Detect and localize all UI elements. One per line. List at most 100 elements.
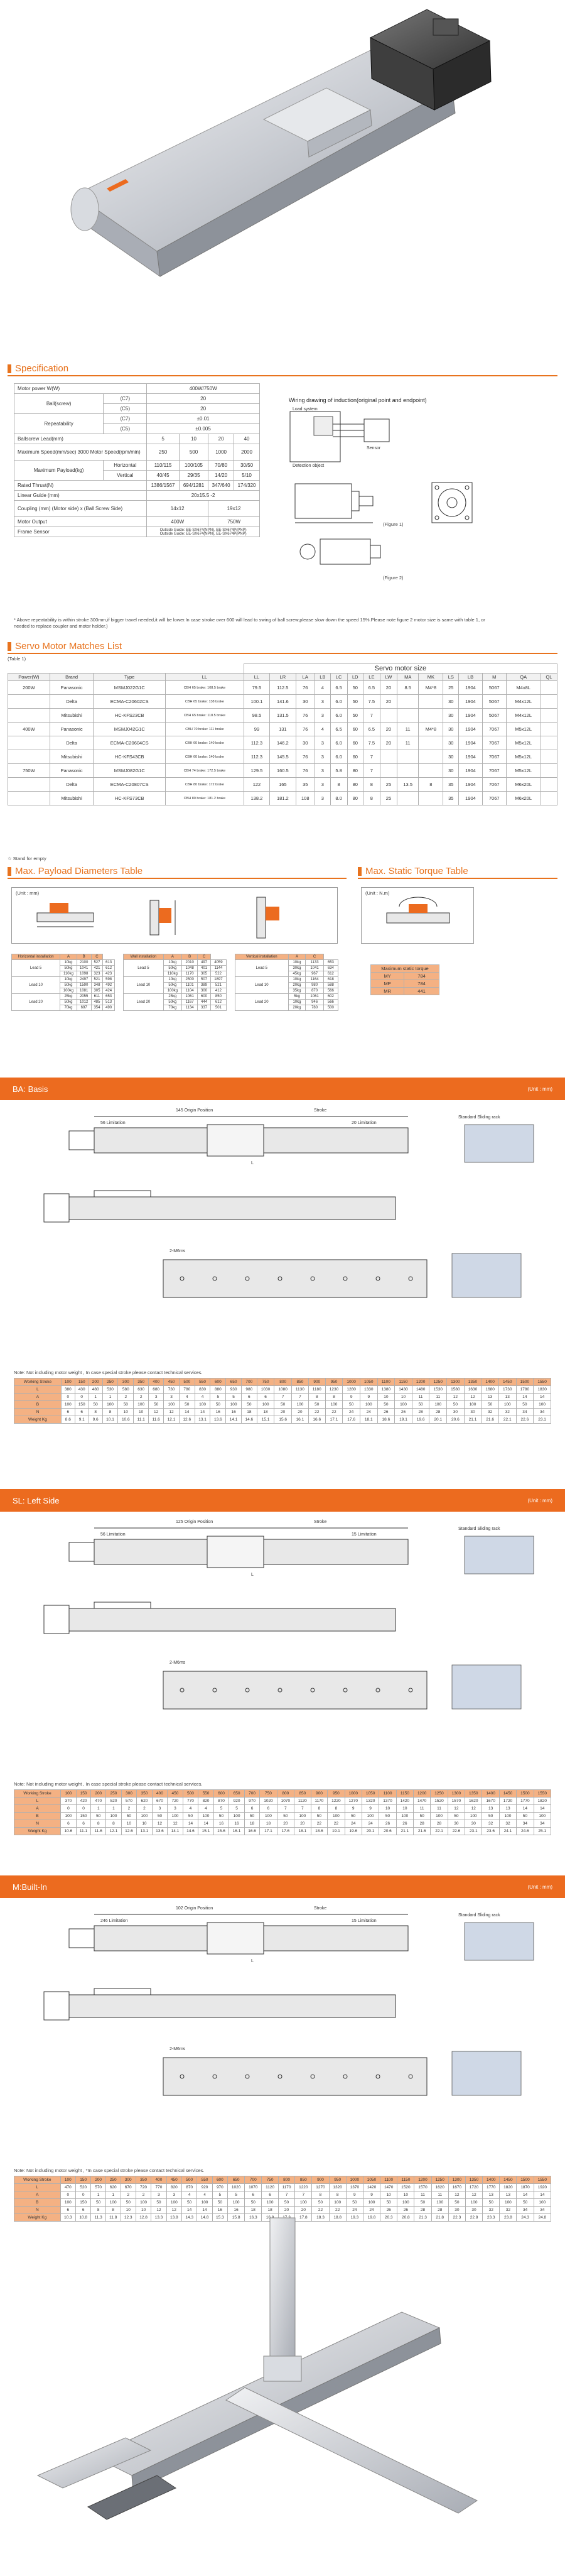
dimension-cell: 1570 [447,1797,466,1805]
servo-cell: 165 [269,777,296,792]
dimension-cell: 0 [75,1804,92,1813]
dimension-cell: 28 [411,1408,430,1416]
dimension-cell: 50 [310,1812,328,1820]
servo-cell: 7 [362,708,380,723]
dimension-cell: 100 [259,1812,277,1820]
dimension-cell: 680 [148,1385,164,1394]
dimension-cell: 50 [380,2198,398,2207]
dimension-cell: 770 [182,1797,199,1805]
payload-lead-cell: Lead 5 [235,959,289,977]
dimension-cell: 100 [429,1400,448,1409]
servo-cell: Mitsubishi [49,791,94,805]
dimension-cell: 14 [515,1393,534,1401]
dimension-cell: 5 [225,1393,242,1401]
payload-cell: 20kg [288,1005,306,1011]
dimension-cell: 14 [533,2191,552,2199]
dimension-cell: 100 [166,2198,182,2207]
servo-cell: Mitsubishi [49,750,94,764]
dimension-cell: 50 [276,1812,295,1820]
servo-table-group-header: Servo motor size [8,663,558,674]
dimension-cell: 19.6 [411,1416,430,1424]
dimension-cell: 1020 [227,2183,245,2191]
dimension-row-label: N [14,2206,61,2214]
dimension-cell: 20.6 [446,1416,465,1424]
dimension-cell: 100 [431,2198,449,2207]
dimension-cell: 22 [310,1820,328,1828]
dimension-cell: 15.8 [227,2213,245,2222]
servo-cell: 8 [362,777,380,792]
servo-cell: 7067 [482,791,507,805]
dimension-cell: 12.8 [135,2213,152,2222]
dimension-cell: 300 [117,1378,134,1386]
dimension-cell: 50 [244,2198,262,2207]
dimension-cell: 1450 [498,1378,517,1386]
servo-cell: 60 [347,722,363,736]
dimension-cell: 1300 [447,1789,466,1798]
dimension-cell: 17.1 [259,1827,277,1835]
dimension-cell: 11 [430,1804,448,1813]
servo-cell: 20 [379,736,398,750]
dimension-cell: 870 [181,2183,198,2191]
dimension-cell: 11 [411,1393,430,1401]
servo-cell: 30 [443,750,460,764]
servo-cell: 79.5 [243,680,271,695]
dimension-cell: 14.6 [240,1416,257,1424]
dimension-cell: 1820 [533,1797,552,1805]
servo-cell: 8.5 [397,680,419,695]
dimension-cell: 530 [102,1385,119,1394]
dimension-cell: 1220 [294,2183,313,2191]
dimension-cell: 24.3 [516,2213,534,2222]
payload-cell: 1048 [181,965,198,971]
dimension-cell: 8 [327,1804,345,1813]
payload-cell: 348 [90,982,104,988]
dimension-cell: 750 [259,1789,277,1798]
dimension-cell: 50 [274,1400,292,1409]
dimension-cell: 13.1 [194,1416,211,1424]
payload-cell: 490 [102,1005,115,1011]
dimension-cell: 10.8 [75,2213,92,2222]
dimension-cell: 2 [121,1804,137,1813]
dimension-cell: 380 [60,1385,75,1394]
dimension-cell: 32 [481,1408,499,1416]
servo-type-cell: HC-KFS23CB [93,708,166,723]
servo-brake-note: CBH 60 brake: 140 brake [165,736,244,750]
servo-cell: 5067 [482,694,507,709]
dimension-cell: 100 [465,2198,483,2207]
dimension-cell: 200 [90,2176,106,2184]
dimension-cell: 1300 [448,2176,466,2184]
servo-cell [540,708,558,723]
dimension-cell: 850 [294,1789,311,1798]
servo-cell: M4*8 [418,722,444,736]
dimension-cell: 2 [120,2191,136,2199]
dimension-cell: 12 [163,1408,180,1416]
dimension-cell: 8 [102,1408,119,1416]
servo-cell [397,750,419,764]
section-band: M:Built-In(Unit : mm) [0,1875,565,1898]
dimension-cell: 1580 [446,1385,465,1394]
dimension-cell: 100 [294,1812,311,1820]
dimension-cell: 1270 [311,2183,330,2191]
spec-table: Motor power W(W) 400W/750W Ball(screw) (… [13,383,260,537]
dimension-cell: 100 [60,1378,75,1386]
payload-cell: 50kg [60,982,77,988]
dimension-cell: 18.3 [311,2213,330,2222]
dimension-cell: 50 [90,2198,106,2207]
payload-col-header: Wall installation [123,954,164,960]
servo-cell: 50 [347,708,363,723]
dimension-cell: 1080 [274,1385,292,1394]
payload-cell: 1061 [305,993,324,1000]
dimension-cell: 1020 [259,1797,277,1805]
payload-lead-cell: Lead 20 [235,993,289,1011]
servo-cell: 6.5 [362,680,380,695]
dimension-cell: 20 [274,1408,292,1416]
